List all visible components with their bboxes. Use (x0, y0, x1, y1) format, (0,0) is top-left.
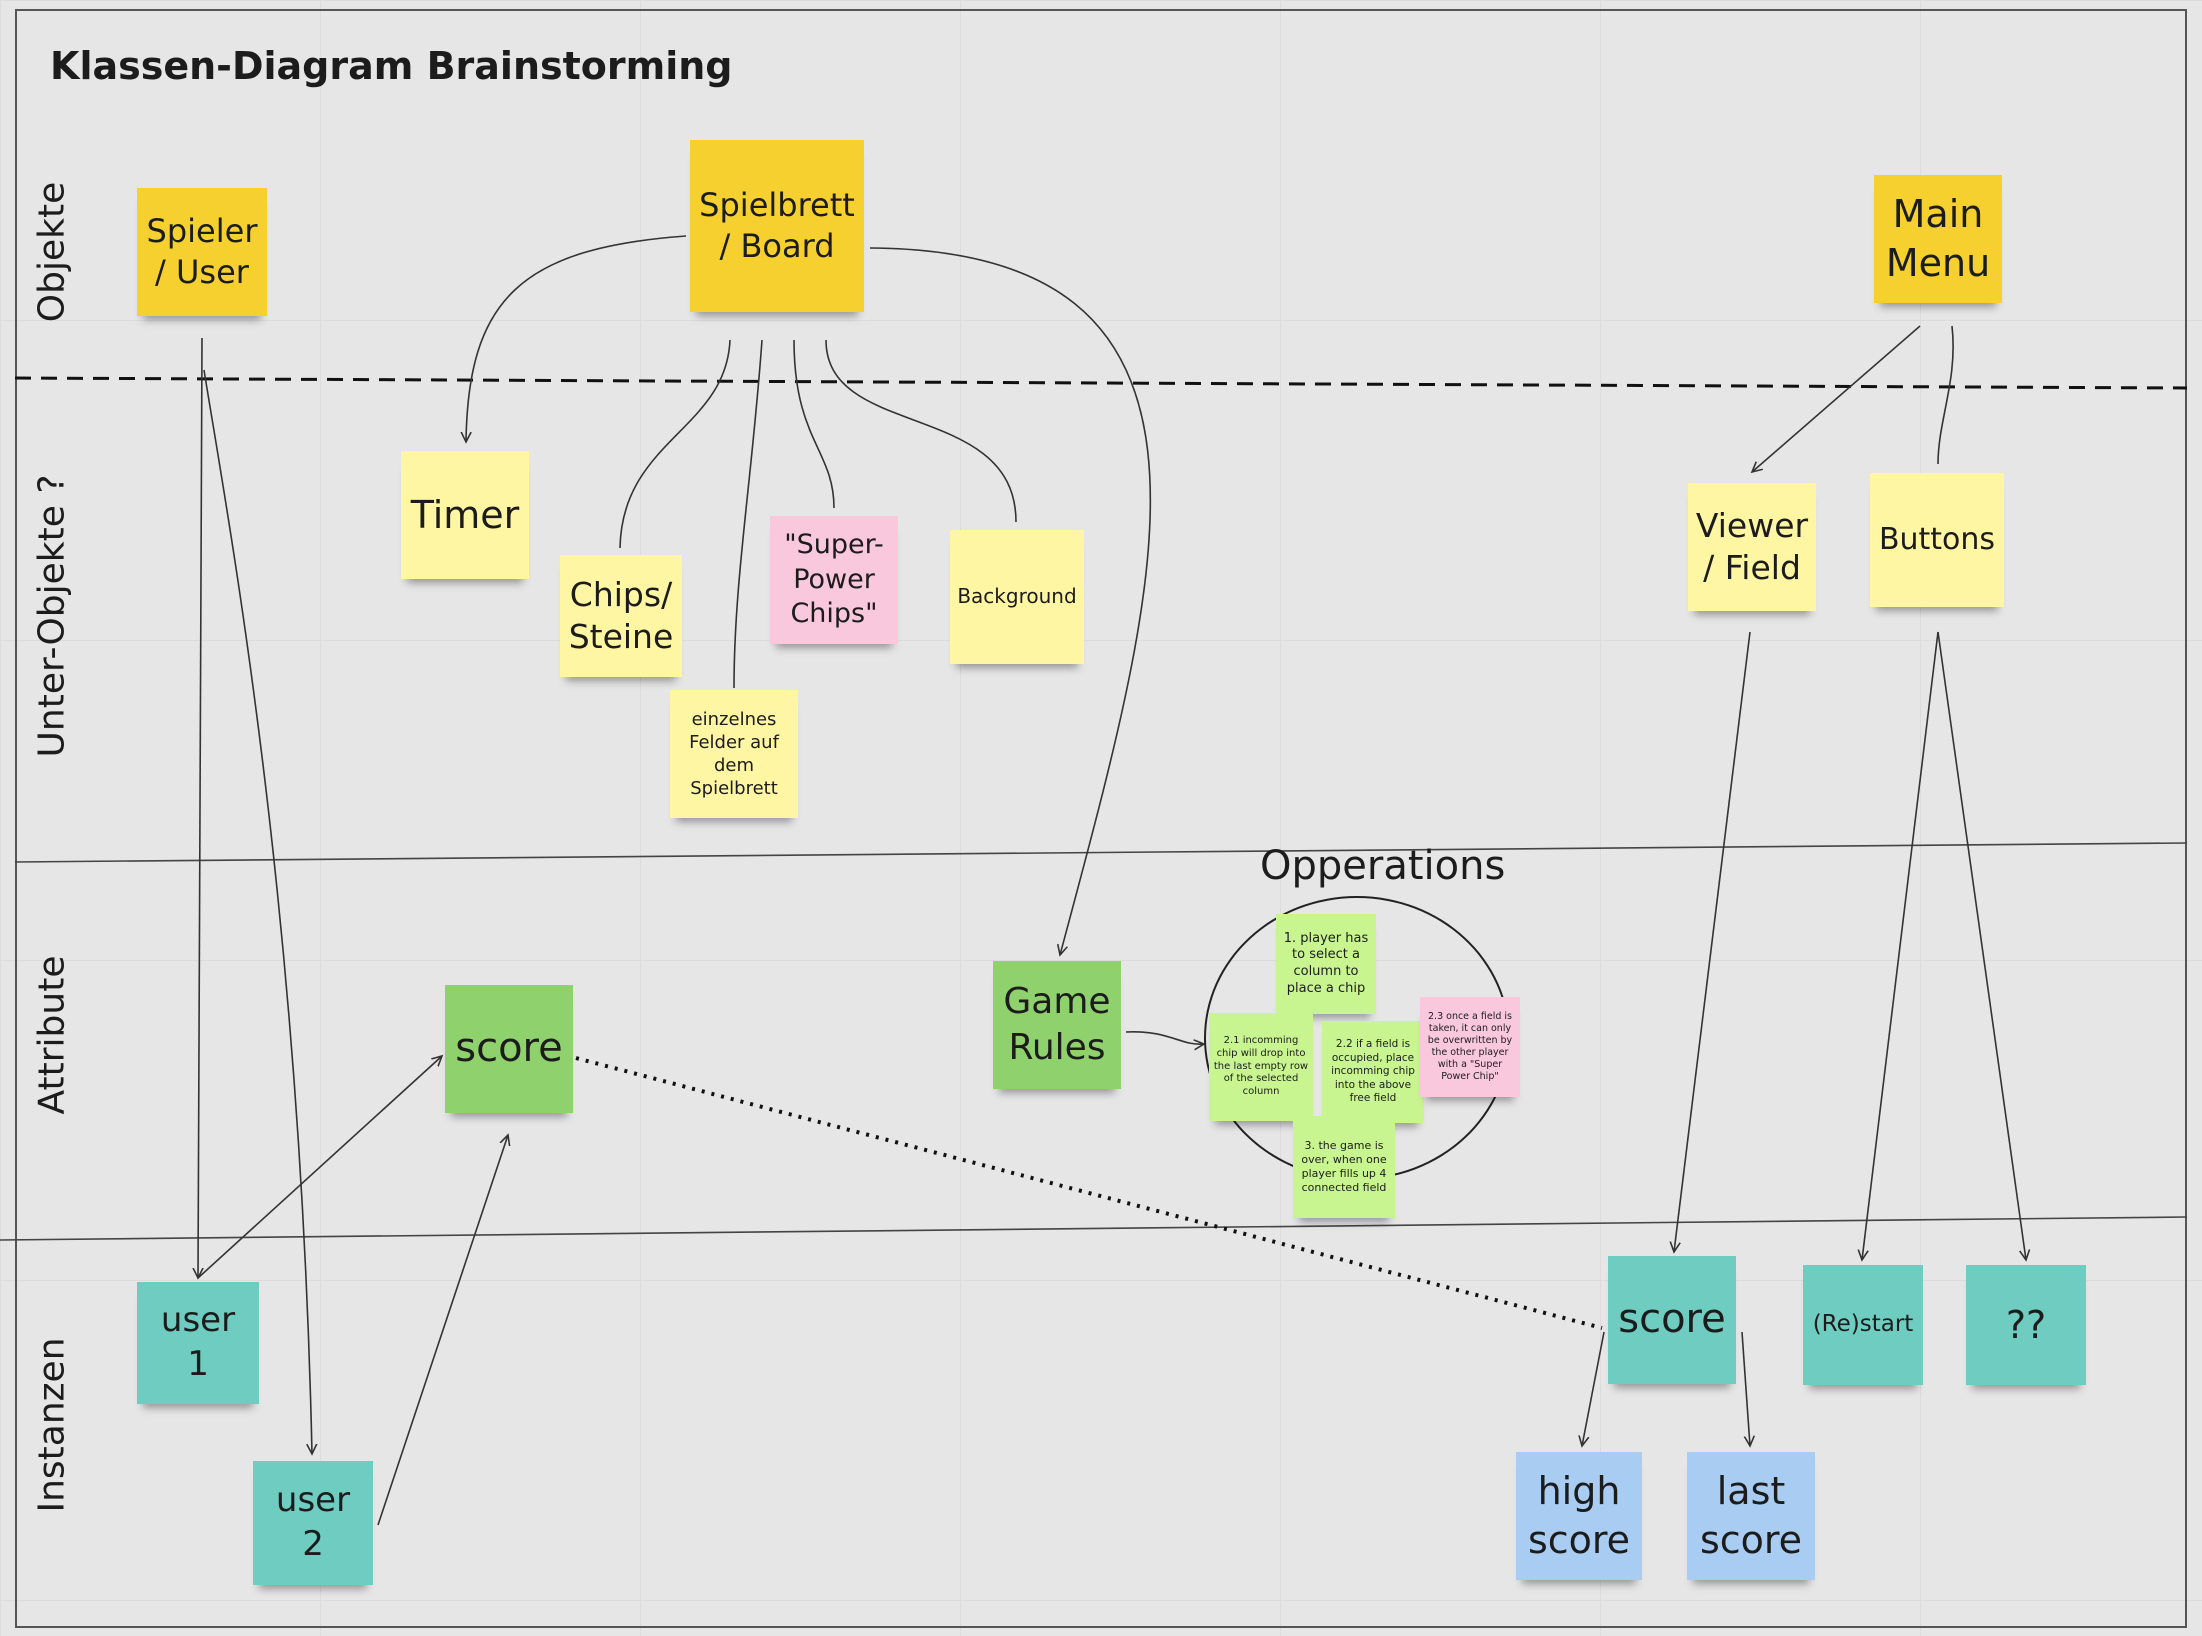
edge-menu-buttons[interactable] (1937, 325, 1954, 465)
sticky-superpower-chips-text: "Super-Power Chips" (784, 529, 884, 630)
operations-title: Opperations (1260, 843, 1506, 889)
sticky-spieler-text: Spieler / User (146, 212, 258, 291)
sticky-last-score-text: last score (1699, 1469, 1803, 1562)
sticky-buttons-text: Buttons (1878, 521, 1996, 557)
sticky-last-score[interactable]: last score (1687, 1452, 1815, 1580)
lane-divider-dashed (14, 376, 2188, 390)
sticky-chips-text: Chips/ Steine (568, 574, 674, 656)
edge-board-timer[interactable] (466, 235, 687, 442)
sticky-op-2-2-text: 2.2 if a field is occupied, place incomm… (1331, 1038, 1415, 1105)
sticky-chips[interactable]: Chips/ Steine (560, 555, 682, 677)
edge-board-background[interactable] (825, 339, 1017, 523)
board-title: Klassen-Diagram Brainstorming (50, 44, 733, 88)
sticky-game-rules-text: Game Rules (1003, 980, 1111, 1068)
sticky-viewer-field-text: Viewer / Field (1695, 505, 1809, 587)
lane-divider-1 (14, 842, 2188, 863)
sticky-buttons[interactable]: Buttons (1870, 473, 2004, 607)
edge-board-chips[interactable] (619, 339, 731, 549)
sticky-high-score[interactable]: high score (1516, 1452, 1642, 1580)
edge-viewer-score[interactable] (1674, 631, 1751, 1252)
edge-menu-viewer[interactable] (1752, 325, 1921, 472)
sticky-op-2-3-text: 2.3 once a field is taken, it can only b… (1427, 1010, 1513, 1083)
sticky-felder[interactable]: einzelnes Felder auf dem Spielbrett (670, 690, 798, 818)
sticky-game-rules[interactable]: Game Rules (993, 961, 1121, 1089)
sticky-timer-text: Timer (410, 492, 520, 537)
edge-spieler-user2[interactable] (203, 369, 312, 1454)
sticky-main-menu[interactable]: Main Menu (1874, 175, 2002, 303)
sticky-restart[interactable]: (Re)start (1803, 1265, 1923, 1385)
sticky-spielbrett-text: Spielbrett / Board (699, 186, 855, 265)
sticky-op-1-text: 1. player has to select a column to plac… (1283, 930, 1369, 996)
sticky-viewer-field[interactable]: Viewer / Field (1688, 483, 1816, 611)
edge-spieler-user1[interactable] (198, 337, 202, 1278)
diagram-frame[interactable] (15, 9, 2187, 1628)
edge-board-felder[interactable] (733, 339, 763, 689)
sticky-user-2-text: user 2 (275, 1480, 351, 1564)
sticky-superpower-chips[interactable]: "Super-Power Chips" (770, 516, 898, 644)
sticky-restart-text: (Re)start (1812, 1311, 1914, 1338)
sticky-felder-text: einzelnes Felder auf dem Spielbrett (689, 708, 779, 800)
edge-buttons-qq[interactable] (1937, 631, 2026, 1260)
sticky-background[interactable]: Background (950, 530, 1084, 664)
sticky-question-marks[interactable]: ?? (1966, 1265, 2086, 1385)
sticky-op-2-3[interactable]: 2.3 once a field is taken, it can only b… (1420, 997, 1520, 1097)
sticky-op-2-1[interactable]: 2.1 incomming chip will drop into the la… (1209, 1013, 1313, 1121)
edge-score-highscore[interactable] (1582, 1331, 1605, 1446)
sticky-user-1[interactable]: user 1 (137, 1282, 259, 1404)
sticky-op-2-1-text: 2.1 incomming chip will drop into the la… (1213, 1035, 1309, 1098)
row-label-unter-objekte: Unter-Objekte ? (31, 474, 73, 758)
edge-score-lastscore[interactable] (1741, 1331, 1750, 1446)
sticky-score-instance[interactable]: score (1608, 1256, 1736, 1384)
edge-user1-score[interactable] (197, 1056, 442, 1279)
row-label-attribute: Attribute (31, 955, 73, 1115)
row-label-instanzen: Instanzen (31, 1337, 73, 1513)
sticky-spieler[interactable]: Spieler / User (137, 188, 267, 316)
sticky-op-1[interactable]: 1. player has to select a column to plac… (1276, 914, 1376, 1014)
row-label-objekte: Objekte (31, 181, 73, 323)
edge-board-superpower[interactable] (793, 339, 835, 509)
edge-gamerules-operations[interactable] (1125, 1031, 1204, 1044)
sticky-spielbrett[interactable]: Spielbrett / Board (690, 140, 864, 312)
sticky-user-1-text: user 1 (160, 1300, 236, 1384)
sticky-timer[interactable]: Timer (401, 451, 529, 579)
edge-user2-score[interactable] (377, 1135, 508, 1526)
edge-buttons-restart[interactable] (1862, 631, 1939, 1260)
edge-score-score-dotted[interactable] (575, 1056, 1603, 1330)
sticky-user-2[interactable]: user 2 (253, 1461, 373, 1585)
edge-board-gamerules[interactable] (869, 247, 1152, 955)
sticky-question-marks-text: ?? (2005, 1302, 2047, 1347)
sticky-op-2-2[interactable]: 2.2 if a field is occupied, place incomm… (1322, 1021, 1424, 1123)
sticky-score-attribute-text: score (455, 1025, 563, 1072)
sticky-op-3-text: 3. the game is over, when one player fil… (1301, 1138, 1387, 1195)
sticky-op-3[interactable]: 3. the game is over, when one player fil… (1293, 1116, 1395, 1218)
sticky-main-menu-text: Main Menu (1885, 192, 1991, 285)
sticky-score-instance-text: score (1618, 1296, 1726, 1343)
lane-divider-2 (0, 1216, 2188, 1241)
sticky-high-score-text: high score (1527, 1469, 1631, 1562)
sticky-score-attribute[interactable]: score (445, 985, 573, 1113)
sticky-background-text: Background (957, 584, 1077, 609)
